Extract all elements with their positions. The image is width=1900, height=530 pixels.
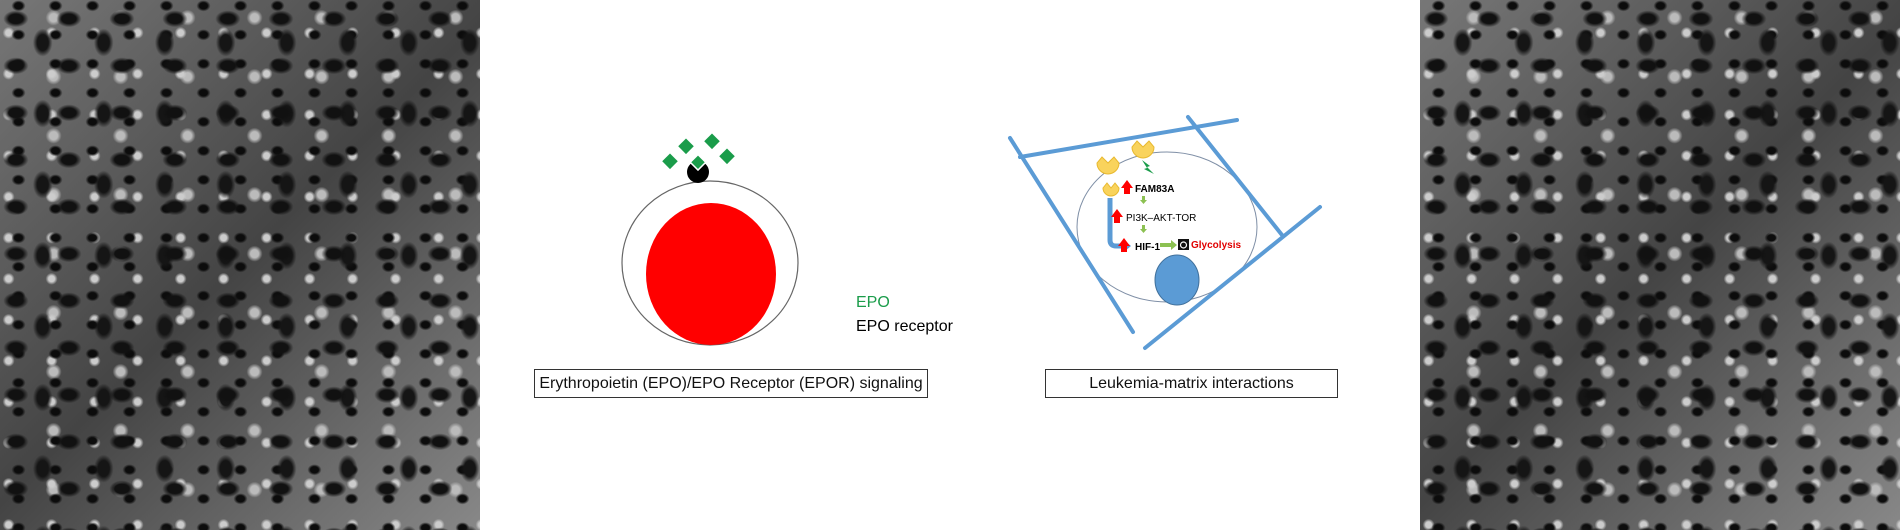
- down-arrow-icon: [1140, 225, 1147, 233]
- label-glycolysis: Glycolysis: [1191, 240, 1241, 251]
- epo-receptor-icon: [687, 161, 709, 183]
- matrix-fibers: [1008, 115, 1322, 350]
- epo-diagram: [621, 133, 799, 346]
- up-arrow-icon: [1111, 209, 1123, 223]
- upregulation-arrows: [1111, 180, 1133, 252]
- leukemia-matrix-diagram: FAM83A PI3K–AKT-TOR HIF-1 Glycolysis: [1008, 115, 1322, 350]
- label-fam83a: FAM83A: [1135, 184, 1174, 195]
- epo-diamond: [689, 153, 707, 172]
- receptor-icon: [1131, 140, 1155, 159]
- sem-image-left: [0, 0, 480, 530]
- epo-diamond: [704, 133, 720, 150]
- legend-epo-receptor: EPO receptor: [856, 318, 953, 335]
- integrin-receptors: [1096, 140, 1155, 197]
- blue-pathway-arrow: [1107, 198, 1124, 249]
- red-nucleus: [646, 203, 776, 345]
- green-arrows: [1140, 196, 1177, 250]
- right-arrow-icon: [1160, 240, 1177, 250]
- caption-leukemia-matrix: Leukemia-matrix interactions: [1045, 369, 1338, 398]
- epo-molecules: [662, 133, 735, 172]
- up-arrow-icon: [1121, 180, 1133, 194]
- receptor-icon: [1102, 182, 1120, 197]
- signal-bolt-icon: [1142, 160, 1154, 174]
- epo-diamond: [662, 153, 678, 170]
- nucleus: [1154, 254, 1200, 306]
- up-arrow-icon: [1118, 238, 1130, 252]
- down-arrow-icon: [1140, 196, 1147, 204]
- power-icon: [1178, 239, 1189, 250]
- epo-diamond: [719, 148, 735, 165]
- caption-epo-signaling: Erythropoietin (EPO)/EPO Receptor (EPOR)…: [534, 369, 928, 398]
- receptor-icon: [1096, 156, 1120, 175]
- sem-image-right: [1420, 0, 1900, 530]
- legend-epo: EPO: [856, 294, 890, 311]
- epo-diamond: [678, 138, 694, 155]
- label-hif1: HIF-1: [1135, 242, 1160, 253]
- label-pi3k: PI3K–AKT-TOR: [1126, 213, 1196, 224]
